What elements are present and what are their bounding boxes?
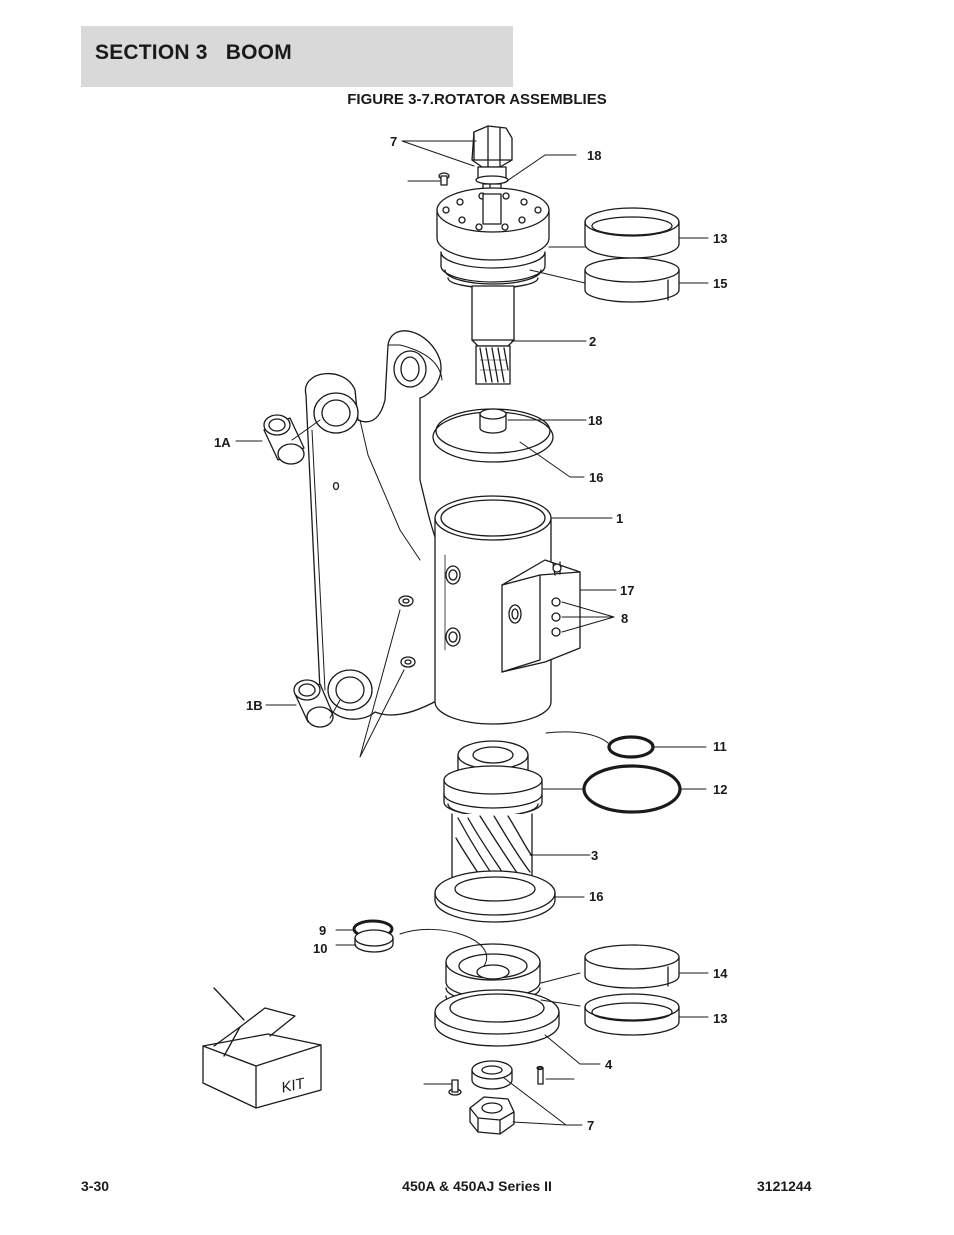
kit-box-label: KIT [280, 1075, 308, 1097]
seal-ring-13-top [584, 207, 680, 259]
callout-11: 11 [713, 739, 727, 754]
callout-15: 15 [713, 276, 727, 291]
bushing-18-mid [479, 408, 507, 434]
backup-ring-10 [354, 929, 394, 953]
callout-8: 8 [621, 611, 628, 626]
thrust-washer-16-bottom [434, 870, 556, 923]
o-ring-11 [607, 735, 655, 759]
callout-17: 17 [620, 583, 634, 598]
footer-doc-number: 3121244 [757, 1178, 812, 1194]
seal-ring-13-bottom [584, 993, 680, 1036]
callout-12: 12 [713, 782, 727, 797]
footer-page-number: 3-30 [81, 1178, 110, 1194]
bottom-nut [469, 1096, 515, 1135]
leader-lines [235, 140, 709, 1126]
bracket-fasteners [398, 595, 416, 668]
top-bearing-plate [436, 187, 550, 385]
callout-14: 14 [713, 966, 728, 981]
callout-2: 2 [589, 334, 596, 349]
callout-18-mid: 18 [588, 413, 602, 428]
callout-3: 3 [591, 848, 598, 863]
callout-7-bottom: 7 [587, 1118, 594, 1133]
callout-13-top: 13 [713, 231, 727, 246]
callout-1a: 1A [214, 435, 231, 450]
footer-model: 450A & 450AJ Series II [402, 1178, 552, 1194]
callout-18-top: 18 [587, 148, 601, 163]
section-header: SECTION 3 BOOM [81, 26, 513, 87]
kit-box-icon [202, 987, 322, 1109]
callout-1: 1 [616, 511, 623, 526]
bushing-1a [263, 414, 305, 465]
callout-9: 9 [319, 923, 326, 938]
callout-1b: 1B [246, 698, 263, 713]
rotator-housing [434, 495, 581, 725]
o-ring-12 [582, 764, 682, 814]
piston-gear-3 [443, 740, 543, 891]
bushing-1b [293, 679, 334, 728]
callout-7-top: 7 [390, 134, 397, 149]
seal-ring-15 [584, 257, 680, 303]
callout-16-bottom: 16 [589, 889, 603, 904]
top-screw [438, 172, 450, 186]
section-title: SECTION 3 BOOM [95, 41, 292, 64]
figure-title: FIGURE 3-7.ROTATOR ASSEMBLIES [0, 91, 954, 108]
bottom-washer [471, 1060, 513, 1090]
callout-4: 4 [605, 1057, 613, 1072]
bottom-fasteners [448, 1065, 544, 1096]
callout-13-bottom: 13 [713, 1011, 727, 1026]
callout-10: 10 [313, 941, 327, 956]
figure-title-text: FIGURE 3-7.ROTATOR ASSEMBLIES [347, 91, 607, 108]
callout-16-top: 16 [589, 470, 603, 485]
rotator-bracket [304, 330, 443, 720]
seal-ring-14 [584, 944, 680, 989]
bottom-cap-4 [434, 943, 560, 1047]
